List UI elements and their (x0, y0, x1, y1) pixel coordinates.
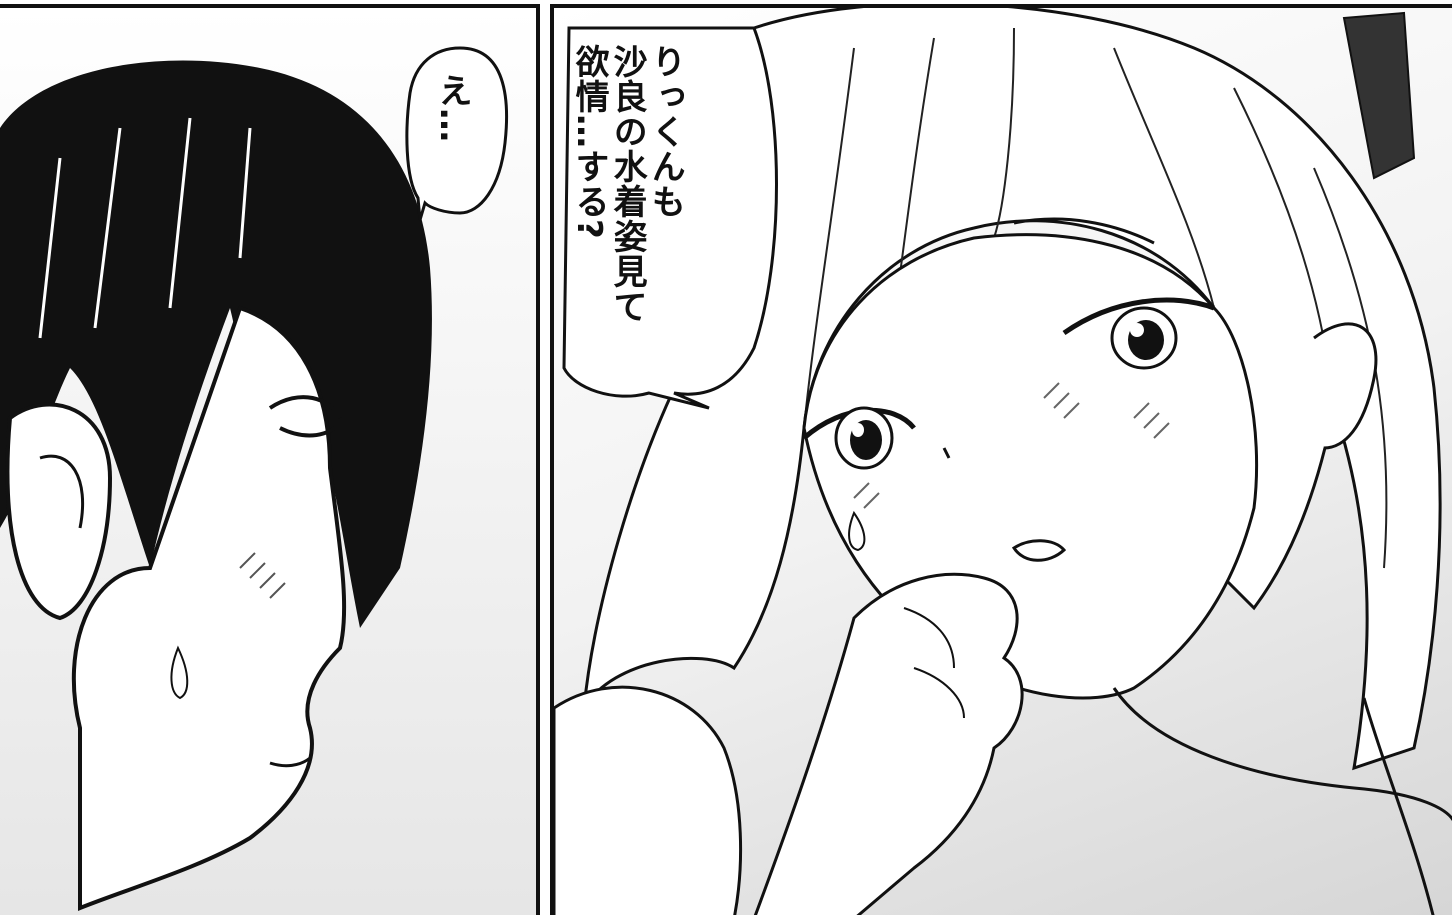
girl-right-eye (1062, 297, 1215, 370)
boy-eye (268, 395, 342, 438)
girl-mouth (1011, 539, 1067, 562)
boy-ear (5, 402, 113, 621)
boy-sweat-drop (170, 645, 189, 700)
swimsuit-strap (1362, 697, 1435, 915)
girl-sweat-drop (848, 510, 866, 552)
girl-ear (1313, 322, 1378, 450)
left-bubble-text: え… (432, 73, 473, 143)
right-panel: りっくんも 沙良の水着姿見て 欲情…する? (550, 4, 1452, 915)
boy-face (71, 305, 347, 911)
girl-shoulder (554, 685, 743, 915)
left-speech-bubble (405, 46, 509, 221)
girl-left-eye (802, 406, 916, 470)
girl-hand (753, 572, 1024, 915)
boy-hair (0, 60, 432, 628)
boy-profile-drawing (0, 46, 509, 911)
right-speech-bubble (562, 26, 778, 410)
left-panel: え… (0, 4, 540, 915)
girl-hair-ribbon (1342, 11, 1416, 180)
girl-portrait-drawing (554, 8, 1452, 915)
right-bubble-text: りっくんも 沙良の水着姿見て 欲情…する? (569, 44, 686, 324)
